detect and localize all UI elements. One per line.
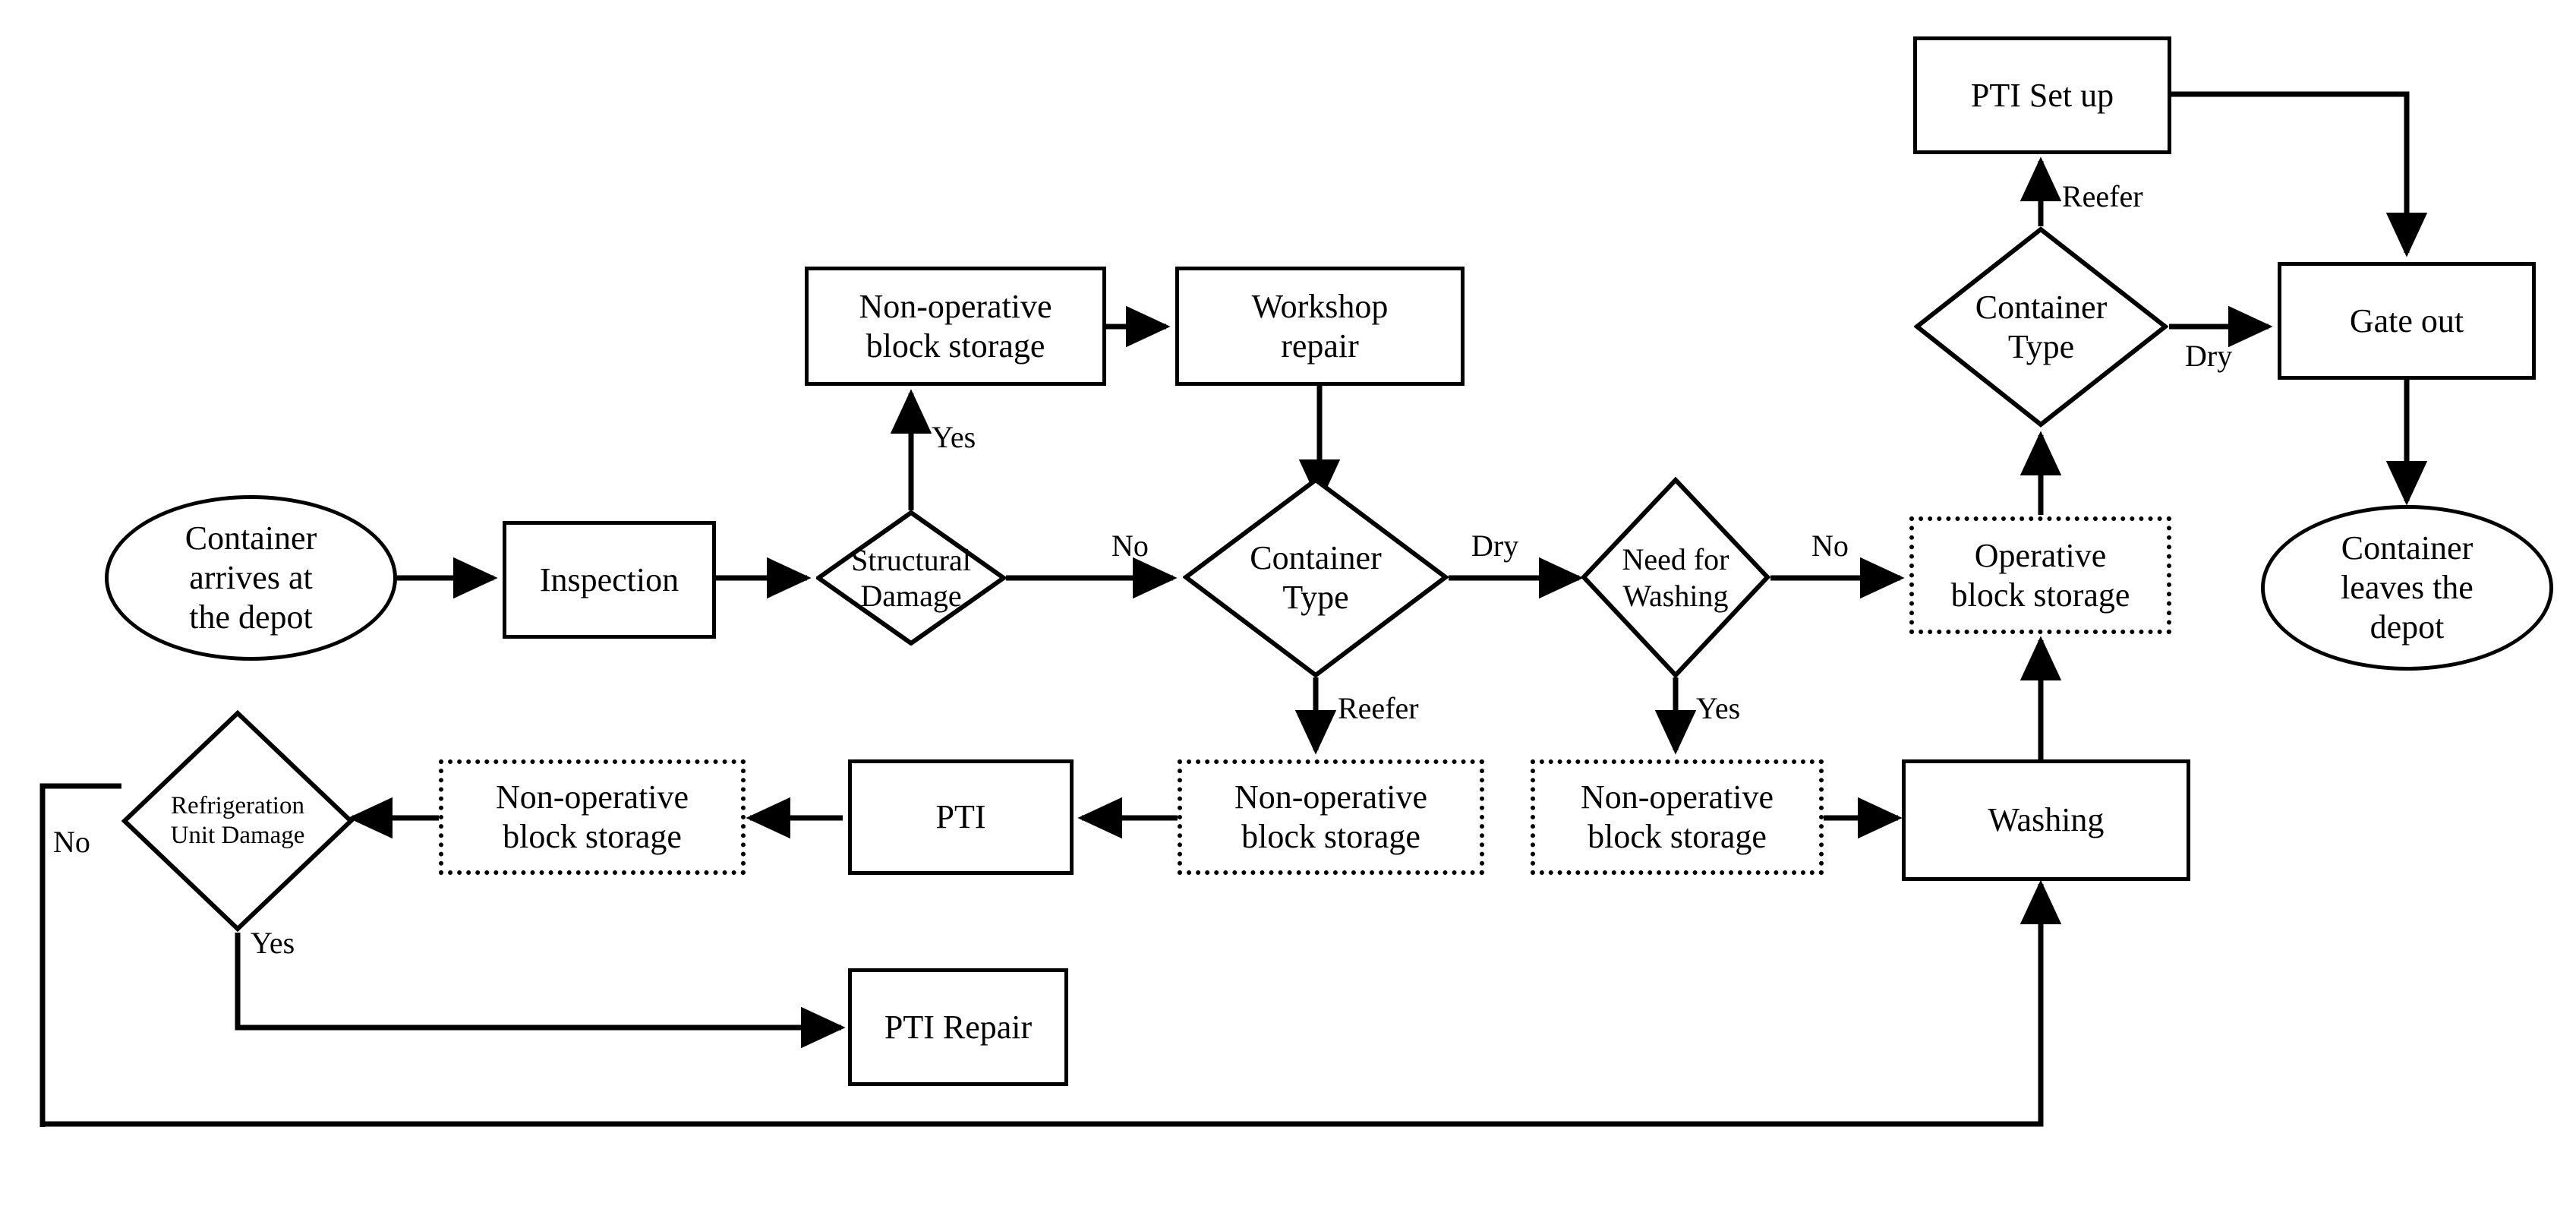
node-gate-out[interactable]: Gate out <box>2278 262 2536 380</box>
edge-label-washing-no: No <box>1811 529 1849 563</box>
node-nonop-storage-reefer[interactable]: Non-operative block storage <box>1178 759 1484 875</box>
arrow-group <box>43 91 2428 1127</box>
refrigeration-unit-damage-label: Refrigeration Unit Damage <box>170 792 305 849</box>
node-nonop-storage-wash[interactable]: Non-operative block storage <box>1531 759 1824 875</box>
edge-label-type-right-reefer: Reefer <box>2062 179 2143 213</box>
node-start-terminal[interactable]: Container arrives at the depot <box>105 495 397 661</box>
workshop-repair-label: Workshop repair <box>1251 287 1389 365</box>
line-refrigeration-no-leg <box>39 783 121 1127</box>
diamond-shape <box>1914 226 2168 428</box>
edge-label-structural-yes: Yes <box>932 420 976 454</box>
node-container-type-mid[interactable]: Container Type <box>1183 477 1449 678</box>
edge-label-washing-yes: Yes <box>1696 691 1741 725</box>
container-type-right-label: Container Type <box>1975 288 2108 365</box>
edge-label-refrigeration-no: No <box>53 825 90 859</box>
node-inspection[interactable]: Inspection <box>503 521 716 639</box>
operative-storage-label: Operative block storage <box>1950 536 2130 614</box>
gate-out-label: Gate out <box>2349 302 2464 339</box>
container-type-mid-label: Container Type <box>1250 538 1382 616</box>
structural-damage-label: Structural Damage <box>851 542 971 613</box>
nonop-storage-wash-label: Non-operative block storage <box>1580 778 1774 855</box>
node-operative-storage[interactable]: Operative block storage <box>1909 516 2171 634</box>
node-refrigeration-unit-damage[interactable]: Refrigeration Unit Damage <box>121 710 354 932</box>
nonop-storage-reefer-label: Non-operative block storage <box>1234 778 1428 855</box>
diamond-shape <box>1581 477 1770 678</box>
need-for-washing-label: Need for Washing <box>1622 542 1729 613</box>
washing-label: Washing <box>1988 801 2105 839</box>
edge-label-type-mid-reefer: Reefer <box>1338 691 1419 725</box>
edge-label-structural-no: No <box>1111 529 1149 563</box>
start-terminal-label: Container arrives at the depot <box>184 519 317 636</box>
edge-refrigeration-yes-to-ptirepair <box>235 933 846 1049</box>
pti-label: PTI <box>935 798 986 836</box>
diamond-shape <box>1183 477 1449 678</box>
pti-repair-label: PTI Repair <box>884 1008 1033 1046</box>
edge-label-refrigeration-yes: Yes <box>251 926 295 960</box>
pti-setup-label: PTI Set up <box>1970 76 2114 114</box>
node-nonop-storage-pti[interactable]: Non-operative block storage <box>439 759 746 875</box>
nonop-storage-top-label: Non-operative block storage <box>859 287 1052 365</box>
node-workshop-repair[interactable]: Workshop repair <box>1175 267 1465 386</box>
inspection-label: Inspection <box>539 560 679 598</box>
end-terminal-label: Container leaves the depot <box>2341 529 2474 646</box>
node-washing[interactable]: Washing <box>1902 759 2190 881</box>
node-container-type-right[interactable]: Container Type <box>1914 226 2168 428</box>
node-nonop-storage-top[interactable]: Non-operative block storage <box>805 267 1106 386</box>
node-need-for-washing[interactable]: Need for Washing <box>1581 477 1770 678</box>
node-structural-damage[interactable]: Structural Damage <box>816 510 1006 646</box>
plain-line-group <box>39 783 121 1127</box>
node-pti[interactable]: PTI <box>848 759 1074 875</box>
diamond-shape <box>816 510 1006 646</box>
nonop-storage-pti-label: Non-operative block storage <box>495 778 689 855</box>
edge-label-type-mid-dry: Dry <box>1471 529 1519 563</box>
edge-ptisetup-to-gateout <box>2171 91 2428 257</box>
node-pti-repair[interactable]: PTI Repair <box>848 968 1068 1086</box>
node-end-terminal[interactable]: Container leaves the depot <box>2261 505 2553 671</box>
diamond-shape <box>121 710 354 932</box>
edge-refrigeration-no-return-to-washing <box>43 879 2062 1127</box>
edge-label-type-right-dry: Dry <box>2185 339 2233 373</box>
node-pti-setup[interactable]: PTI Set up <box>1913 36 2171 154</box>
